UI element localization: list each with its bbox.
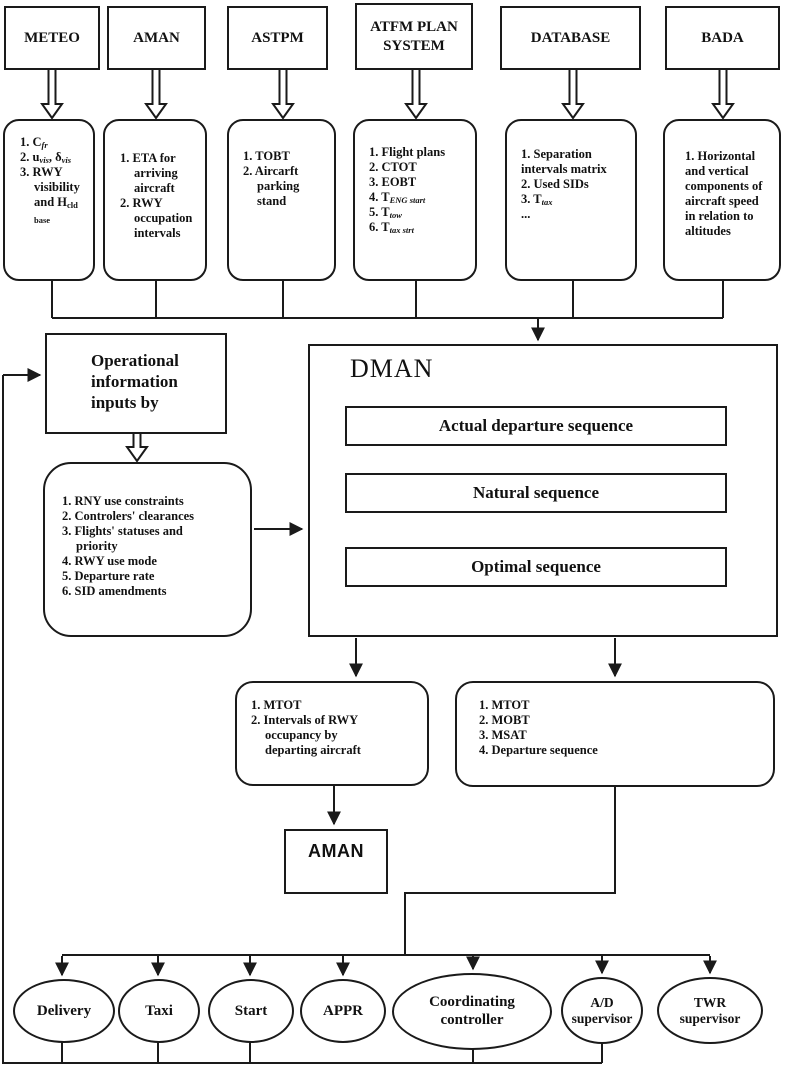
- list-item: 4. Departure sequence: [479, 743, 598, 757]
- list-item: 5. Departure rate: [62, 569, 155, 583]
- list-item: 1. MTOT: [251, 698, 302, 712]
- actor-label: TWR supervisor: [679, 994, 741, 1026]
- list-item: 3. MSAT: [479, 728, 527, 742]
- list-item: 1. Horizontal and vertical components of…: [685, 149, 763, 238]
- list-item: 2. uvis, δvis: [20, 150, 72, 165]
- hollow-arrow-meteo: [40, 68, 64, 120]
- dman-title: DMAN: [350, 354, 434, 383]
- hollow-arrow-astpm: [271, 68, 295, 120]
- sequence-label: Natural sequence: [472, 483, 600, 502]
- actor-label: A/D supervisor: [571, 994, 633, 1026]
- source-label: DATABASE: [530, 29, 611, 46]
- actor-label: Delivery: [36, 1002, 92, 1019]
- actor-feedback-drops: [61, 1042, 603, 1063]
- sequence-label: Optimal sequence: [471, 557, 601, 576]
- source-box-meteo: METEO: [4, 6, 100, 70]
- source-label: BADA: [701, 29, 744, 46]
- list-item: 1. Separation intervals matrix: [521, 147, 607, 176]
- hollow-arrow-operational: [125, 432, 149, 463]
- sequence-label: Actual departure sequence: [438, 416, 634, 435]
- hollow-arrow-atfm: [404, 68, 428, 120]
- list-item: 3. Ttax: [521, 192, 553, 207]
- list-item: 1. TOBT: [243, 149, 290, 163]
- aman-target-box: AMAN: [284, 829, 388, 894]
- list-item: 6. Ttax strt: [369, 220, 414, 235]
- list-item: 4. RWY use mode: [62, 554, 157, 568]
- subscript: vis: [39, 155, 49, 165]
- actor-label: Start: [234, 1002, 268, 1019]
- hollow-arrow-database: [561, 68, 585, 120]
- actor-ellipse-ad-supervisor: A/D supervisor: [561, 977, 643, 1044]
- operational-information-box: Operational information inputs by: [45, 333, 227, 434]
- dman-box: DMAN Actual departure sequence Natural s…: [308, 344, 778, 637]
- list-item: 1. ETA for arriving aircraft: [120, 151, 178, 195]
- source-label: ATFM PLAN SYSTEM: [370, 18, 458, 54]
- source-box-aman: AMAN: [107, 6, 206, 70]
- source-box-atfm-plan-system: ATFM PLAN SYSTEM: [355, 3, 473, 70]
- hollow-arrow-bada: [711, 68, 735, 120]
- actor-ellipse-appr: APPR: [300, 979, 386, 1043]
- subscript: tax: [541, 197, 553, 207]
- natural-sequence-box: Natural sequence: [345, 473, 727, 513]
- list-item: 2. RWY occupation intervals: [120, 196, 193, 240]
- actor-ellipse-taxi: Taxi: [118, 979, 200, 1043]
- list-item: 2. Aircarft parking stand: [243, 164, 300, 208]
- list-item: 3. RWY visibility and Hcld base: [20, 165, 80, 225]
- list-item: 1. Flight plans: [369, 145, 446, 159]
- hollow-arrow-aman: [144, 68, 168, 120]
- actor-label: APPR: [323, 1002, 363, 1019]
- list-item: ...: [521, 207, 531, 221]
- optimal-sequence-box: Optimal sequence: [345, 547, 727, 587]
- actual-departure-sequence-box: Actual departure sequence: [345, 406, 727, 446]
- subscript: tax strt: [389, 225, 414, 235]
- list-item: 2. CTOT: [369, 160, 417, 174]
- subscript: tow: [389, 210, 402, 220]
- list-item: 5. Ttow: [369, 205, 402, 220]
- subscript: vis: [61, 155, 72, 165]
- actor-ellipse-coordinating-controller: Coordinating controller: [392, 973, 552, 1050]
- actor-ellipse-delivery: Delivery: [13, 979, 115, 1043]
- list-item: 2. Controlers' clearances: [62, 509, 195, 523]
- subscript: fr: [41, 140, 48, 150]
- list-item: 1. MTOT: [479, 698, 530, 712]
- list-item: 2. Used SIDs: [521, 177, 589, 191]
- source-label: AMAN: [133, 29, 180, 46]
- source-drop-lines: [51, 280, 724, 318]
- actor-label: Taxi: [145, 1002, 173, 1019]
- actor-ellipse-start: Start: [208, 979, 294, 1043]
- list-item: 3. Flights' statuses and priority: [62, 524, 183, 553]
- operational-title: Operational information inputs by: [91, 351, 179, 412]
- actor-label: Coordinating controller: [429, 994, 515, 1028]
- output-elbow-line: [404, 786, 616, 954]
- source-box-astpm: ASTPM: [227, 6, 328, 70]
- list-item: 4. TENG start: [369, 190, 426, 205]
- subscript: cld base: [34, 200, 78, 225]
- hollow-arrows: [40, 68, 735, 463]
- source-label: ASTPM: [251, 29, 304, 46]
- list-item: 3. EOBT: [369, 175, 417, 189]
- subscript: ENG start: [389, 195, 426, 205]
- source-box-database: DATABASE: [500, 6, 641, 70]
- source-box-bada: BADA: [665, 6, 780, 70]
- feedback-bottom-line: [2, 375, 602, 1064]
- source-label: METEO: [24, 29, 80, 46]
- actor-ellipse-twr-supervisor: TWR supervisor: [657, 977, 763, 1044]
- aman-target-label: AMAN: [308, 841, 364, 861]
- list-item: 6. SID amendments: [62, 584, 167, 598]
- list-item: 1. Cfr: [20, 135, 48, 150]
- list-item: 2. MOBT: [479, 713, 530, 727]
- list-item: 1. RNY use constraints: [62, 494, 184, 508]
- bada-inputs-box: 1. Horizontal and vertical components of…: [663, 119, 781, 281]
- list-item: 2. Intervals of RWY occupancy by departi…: [251, 713, 361, 757]
